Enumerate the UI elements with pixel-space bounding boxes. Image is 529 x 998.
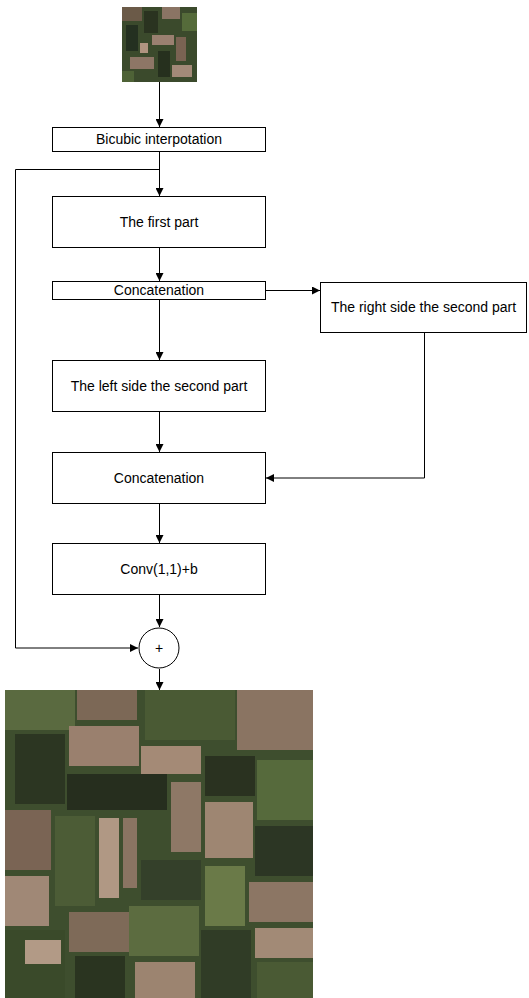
flow-arrow xyxy=(159,248,160,281)
box-label: Concatenation xyxy=(114,470,204,486)
flow-arrow xyxy=(159,412,160,452)
input-image xyxy=(122,7,197,82)
process-box: The first part xyxy=(52,196,266,248)
process-box: The right side the second part xyxy=(320,282,527,333)
process-box: The left side the second part xyxy=(52,360,266,412)
box-label: The right side the second part xyxy=(331,299,516,315)
process-box: Conv(1,1)+b xyxy=(52,543,266,595)
sum-circle: + xyxy=(138,627,180,669)
box-label: Concatenation xyxy=(114,282,204,298)
flow-arrow xyxy=(159,595,160,627)
process-box: Concatenation xyxy=(52,281,266,300)
box-label: Bicubic interpotation xyxy=(96,131,222,147)
box-label: The first part xyxy=(120,214,199,230)
flow-arrow xyxy=(159,300,160,360)
process-box: Concatenation xyxy=(52,452,266,504)
output-feed-line xyxy=(159,669,160,690)
box-label: Conv(1,1)+b xyxy=(120,561,197,577)
flow-arrow xyxy=(159,504,160,543)
process-box: Bicubic interpotation xyxy=(52,127,266,152)
flow-arrow xyxy=(266,333,425,478)
operator-symbol: + xyxy=(155,640,163,656)
flow-arrow xyxy=(266,290,320,291)
image-feed-line xyxy=(159,82,160,127)
box-label: The left side the second part xyxy=(71,378,248,394)
output-image xyxy=(5,690,313,998)
